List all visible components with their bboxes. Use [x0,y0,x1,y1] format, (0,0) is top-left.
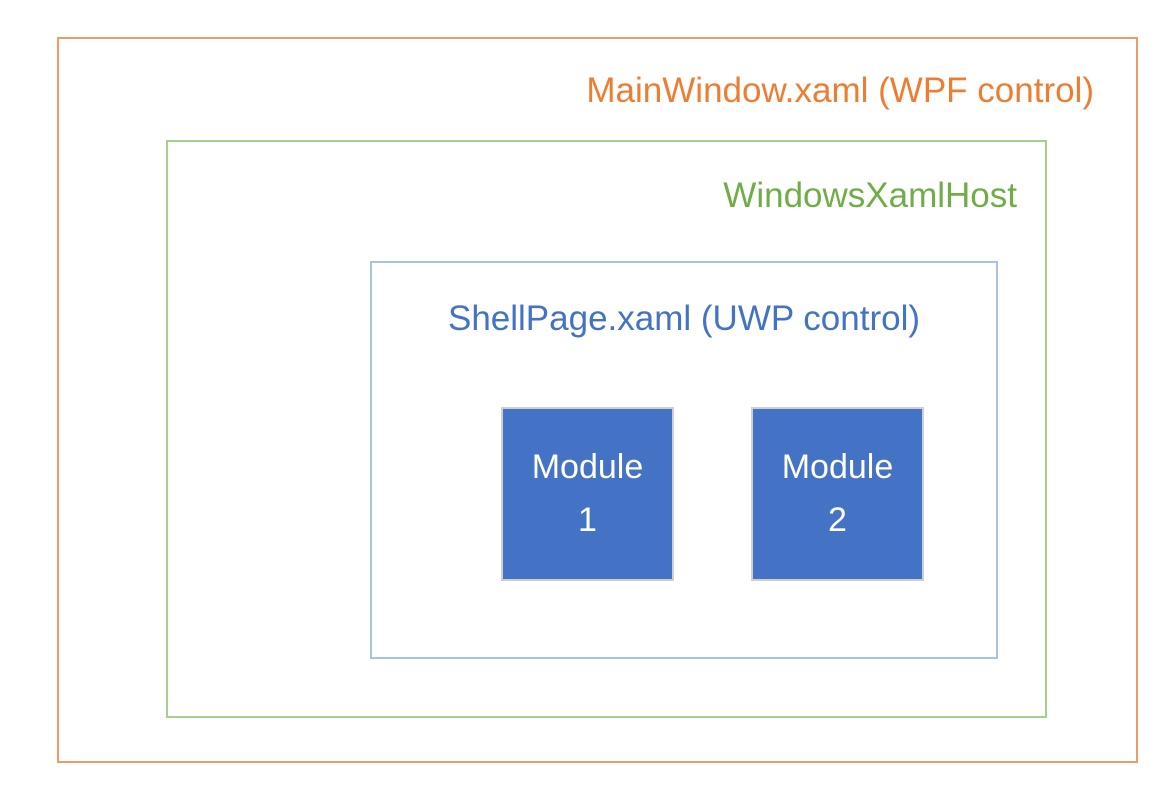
module-1-box: Module 1 [501,407,674,581]
windows-xaml-host-box: WindowsXamlHost [166,140,1047,718]
module-2-label-line2: 2 [828,501,847,539]
windows-xaml-host-label: WindowsXamlHost [723,176,1017,215]
modules-row: Module 1 Module 2 [501,407,924,581]
module-2-box: Module 2 [751,407,924,581]
shellpage-uwp-box: ShellPage.xaml (UWP control) [370,261,998,659]
module-1-label-line1: Module [531,448,644,487]
mainwindow-wpf-label: MainWindow.xaml (WPF control) [586,71,1094,110]
mainwindow-wpf-box: MainWindow.xaml (WPF control) [57,37,1138,763]
shellpage-uwp-label: ShellPage.xaml (UWP control) [447,299,921,338]
module-1-label-line2: 1 [578,501,597,539]
module-2-label-line1: Module [781,448,894,487]
